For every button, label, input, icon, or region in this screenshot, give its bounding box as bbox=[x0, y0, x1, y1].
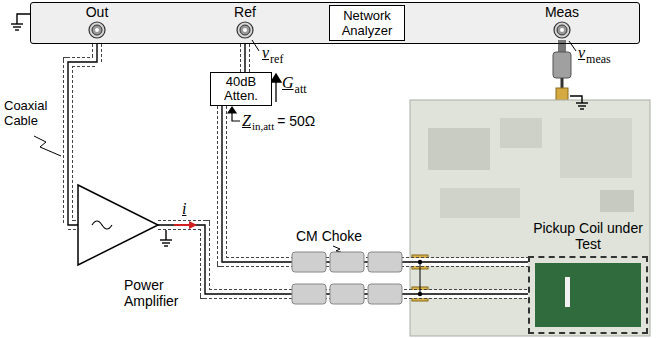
pcb-board bbox=[440, 188, 520, 218]
part-label: CM Choke bbox=[296, 228, 362, 244]
current-name: i bbox=[182, 200, 186, 218]
meas-probe-cable bbox=[558, 40, 566, 53]
part-label: Coaxial Cable bbox=[4, 98, 60, 128]
pcb-board bbox=[428, 128, 490, 170]
leader-line bbox=[252, 40, 259, 51]
cm-choke-core bbox=[292, 252, 402, 304]
current-arrow bbox=[174, 224, 190, 226]
ground-symbol bbox=[578, 105, 586, 106]
leader-line bbox=[569, 41, 576, 51]
amplifier-wave bbox=[92, 221, 112, 229]
signal-subscript: meas bbox=[586, 52, 611, 67]
node-text: Power Amplifier bbox=[124, 277, 194, 309]
ground-symbol bbox=[11, 23, 23, 24]
leader-line bbox=[333, 246, 341, 252]
impedance-value: = 50Ω bbox=[277, 113, 315, 129]
analyzer-name-box: Network Analyzer bbox=[329, 5, 405, 41]
signal-name: v bbox=[578, 44, 585, 62]
ground-symbol bbox=[160, 230, 172, 246]
bnc-connector bbox=[237, 22, 253, 38]
bnc-connector bbox=[240, 25, 250, 35]
impedance-name: Z bbox=[242, 112, 251, 130]
coax-cable-part bbox=[222, 106, 528, 262]
bnc-connector bbox=[243, 28, 247, 32]
signal-subscript: ref bbox=[270, 52, 283, 67]
pickup-coil-under-test: Pickup Coil under Test bbox=[528, 218, 648, 334]
attenuator-box: 40dB Atten. bbox=[210, 72, 272, 106]
coil-dashed-outline bbox=[528, 256, 648, 334]
gain-arrow bbox=[271, 74, 281, 82]
pcb-board bbox=[560, 118, 632, 178]
gain-arrow bbox=[275, 80, 276, 102]
ground-symbol bbox=[15, 29, 19, 30]
ground-symbol bbox=[13, 26, 21, 27]
leader-line bbox=[34, 136, 61, 156]
ground-symbol bbox=[165, 230, 166, 240]
node-text: Meas bbox=[545, 4, 579, 20]
pcb-board bbox=[410, 100, 650, 336]
coax-cable-part bbox=[244, 44, 245, 72]
gain-arrow bbox=[271, 74, 281, 102]
cm-choke-core bbox=[330, 284, 364, 304]
ground-symbol bbox=[570, 96, 582, 103]
meas-probe-cable bbox=[553, 40, 571, 102]
shield-junction bbox=[418, 260, 422, 296]
bnc-connector bbox=[95, 28, 99, 32]
ground-symbol bbox=[580, 108, 584, 109]
node-text: Out bbox=[86, 4, 109, 20]
pcb-board bbox=[500, 118, 542, 148]
ground-symbol bbox=[162, 242, 170, 243]
ground-symbol bbox=[164, 245, 168, 246]
current-arrow bbox=[189, 221, 197, 229]
cm-choke-core bbox=[330, 252, 364, 272]
ground-symbol bbox=[570, 96, 588, 109]
analyzer-housing-fill bbox=[31, 3, 639, 43]
coax-cable bbox=[245, 44, 246, 72]
meas-probe-cable bbox=[553, 52, 571, 78]
impedance-arrow bbox=[228, 107, 236, 113]
ground-symbol bbox=[11, 14, 30, 30]
cm-choke-core bbox=[292, 284, 326, 304]
amplifier-triangle bbox=[78, 185, 158, 265]
pcb-board bbox=[600, 190, 634, 212]
cm-choke-core bbox=[292, 252, 326, 272]
cm-choke-core bbox=[368, 252, 402, 272]
cm-choke-core bbox=[368, 284, 402, 304]
power-amplifier: Power Amplifier bbox=[78, 185, 194, 309]
coax-cable-part bbox=[240, 44, 250, 72]
ground-symbol bbox=[17, 14, 30, 24]
signal-name: v bbox=[262, 44, 269, 62]
ground-symbol bbox=[576, 102, 588, 103]
shield-junction bbox=[420, 262, 421, 294]
pcb-board bbox=[410, 100, 650, 336]
meas-probe-cable bbox=[561, 78, 564, 89]
coax-cable-part bbox=[222, 106, 528, 262]
coil-pcb bbox=[535, 263, 641, 327]
node-text: 40dB Atten. bbox=[214, 75, 268, 103]
coil-marker bbox=[565, 277, 570, 307]
network-analyzer-housing: Out Ref Meas Network Analyzer bbox=[30, 2, 640, 44]
impedance-subscript: in,att bbox=[252, 120, 274, 132]
bnc-connector bbox=[554, 22, 570, 38]
impedance-arrow bbox=[228, 107, 240, 121]
coax-cable bbox=[222, 106, 528, 262]
node-text: Ref bbox=[234, 4, 256, 20]
gain-subscript: att bbox=[295, 82, 307, 97]
node-text: Pickup Coil under Test bbox=[528, 220, 648, 252]
node-text: Network Analyzer bbox=[334, 8, 400, 38]
coax-cable-part bbox=[222, 106, 528, 262]
analyzer-housing-fill bbox=[31, 3, 639, 43]
ground-symbol bbox=[160, 239, 172, 240]
bnc-connector bbox=[560, 28, 564, 32]
bnc-connector bbox=[89, 22, 105, 38]
coax-cable-part bbox=[241, 44, 249, 72]
current-arrow bbox=[174, 221, 197, 229]
gain-name: G bbox=[282, 74, 294, 92]
bnc-connector bbox=[557, 25, 567, 35]
bnc-connector bbox=[92, 25, 102, 35]
